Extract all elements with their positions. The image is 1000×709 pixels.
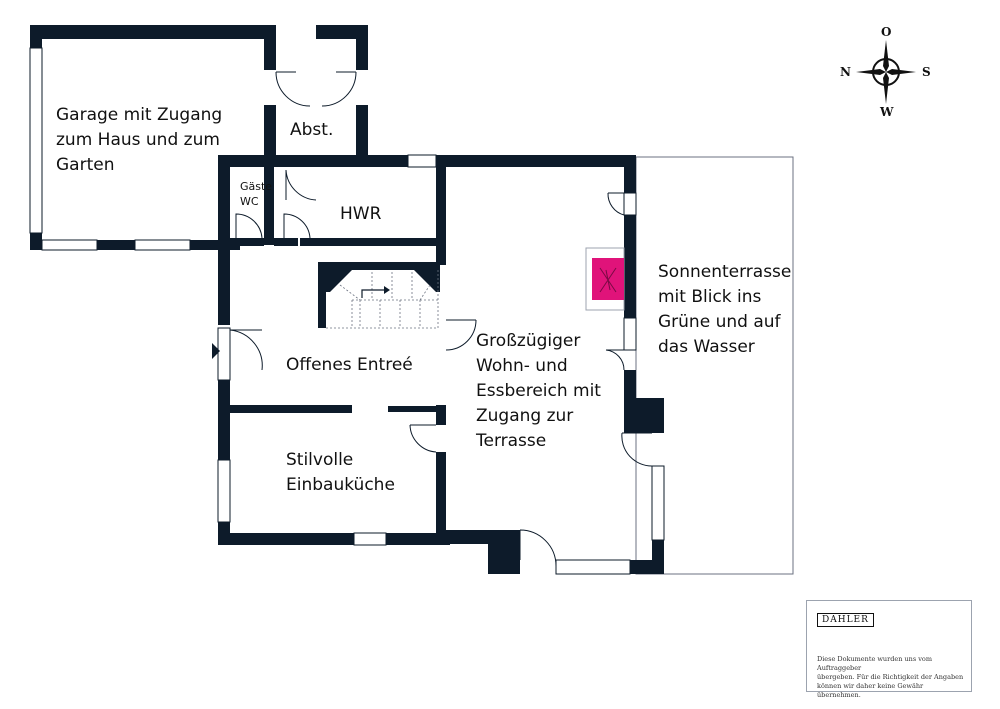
house-walls bbox=[218, 155, 664, 574]
compass-right: S bbox=[922, 65, 931, 79]
staircase bbox=[326, 270, 439, 329]
fireplace bbox=[585, 247, 625, 311]
disclaimer-text: Diese Dokumente wurden uns vom Auftragge… bbox=[817, 655, 964, 699]
compass-left: N bbox=[840, 65, 851, 79]
utility-label: HWR bbox=[340, 204, 382, 224]
compass-top: O bbox=[881, 25, 891, 39]
garage-windows bbox=[29, 47, 191, 251]
terrace-label: Sonnenterrasse mit Blick ins Grüne und a… bbox=[658, 262, 797, 357]
compass-rose-icon bbox=[856, 40, 916, 104]
entrance-label: Offenes Entreé bbox=[286, 355, 413, 375]
garage-label: Garage mit Zugang zum Haus und zum Garte… bbox=[56, 105, 228, 175]
brand-box: DAHLER Diese Dokumente wurden uns vom Au… bbox=[806, 600, 972, 699]
guest-wc-label: Gäste WC bbox=[240, 180, 276, 208]
living-label: Großzügiger Wohn- und Essbereich mit Zug… bbox=[475, 331, 606, 451]
doors bbox=[212, 169, 653, 567]
storage-label: Abst. bbox=[290, 120, 333, 140]
terrace-outline bbox=[635, 156, 794, 575]
brand-logo: DAHLER bbox=[817, 613, 874, 627]
kitchen-label: Stilvolle Einbauküche bbox=[286, 450, 395, 495]
compass-bottom: W bbox=[879, 105, 894, 119]
house-windows bbox=[217, 154, 665, 575]
